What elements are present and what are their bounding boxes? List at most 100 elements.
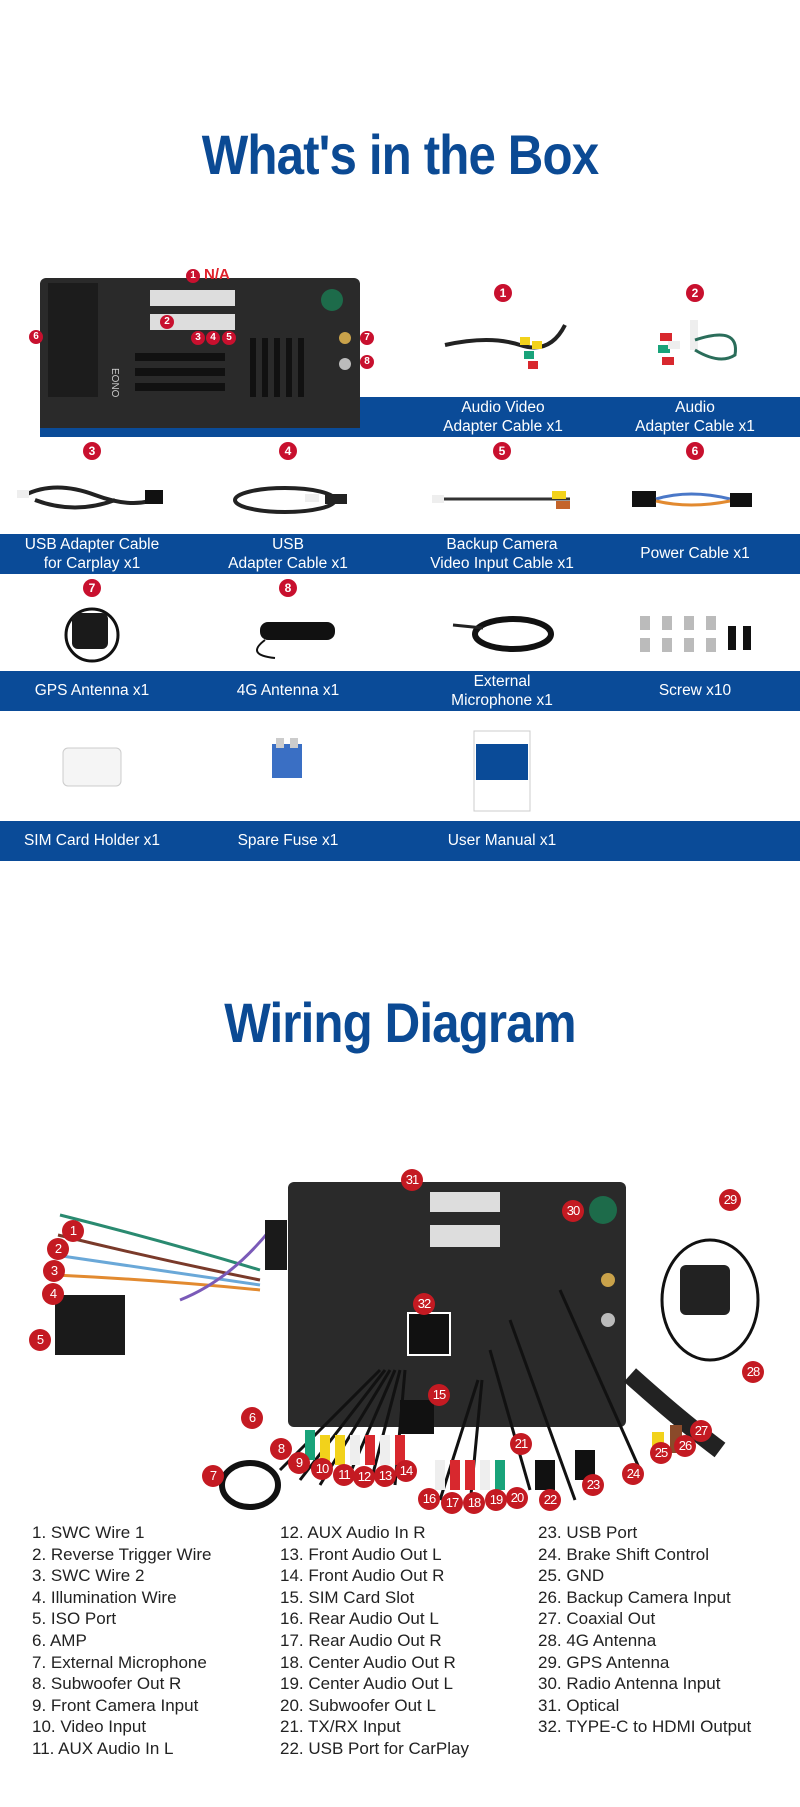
legend-item: 28. 4G Antenna (538, 1630, 657, 1650)
diagram-badge-6: 6 (241, 1407, 263, 1429)
diagram-badge-22: 22 (539, 1489, 561, 1511)
legend-item: 25. GND (538, 1566, 605, 1586)
diagram-badge-16: 16 (418, 1488, 440, 1510)
diagram-badge-15: 15 (428, 1384, 450, 1406)
backup-camera-cable-image (432, 491, 570, 509)
diagram-badge-2: 2 (47, 1238, 69, 1260)
item-label-line: SIM Card Holder x1 (23, 832, 161, 849)
wiring-diagram-image (54, 1182, 760, 1510)
item-badge-3: 3 (83, 442, 101, 460)
legend-item: 6. AMP (32, 1630, 87, 1650)
legend-item: 21. TX/RX Input (280, 1717, 401, 1737)
label-band-4 (0, 821, 800, 861)
item-label-line: USB Adapter Cable (24, 536, 160, 553)
badge-6: 6 (29, 330, 43, 344)
diagram-badge-28: 28 (742, 1361, 764, 1383)
diagram-badge-3: 3 (43, 1260, 65, 1282)
brand-logo: EONON (109, 368, 120, 405)
4g-antenna-image (256, 622, 335, 659)
label-band-2 (0, 534, 800, 574)
item-label: SIM Card Holder x1 (0, 821, 192, 861)
diagram-badge-12: 12 (353, 1466, 375, 1488)
diagram-badge-20: 20 (506, 1487, 528, 1509)
legend-item: 7. External Microphone (32, 1652, 207, 1672)
legend-item: 9. Front Camera Input (32, 1695, 199, 1715)
item-badge-6: 6 (686, 442, 704, 460)
diagram-badge-4: 4 (42, 1283, 64, 1305)
power-cable-image (632, 491, 752, 507)
legend-item: 27. Coaxial Out (538, 1609, 656, 1629)
legend-item: 13. Front Audio Out L (280, 1544, 442, 1564)
badge-5: 5 (222, 331, 236, 345)
diagram-badge-29: 29 (719, 1189, 741, 1211)
diagram-badge-1: 1 (62, 1220, 84, 1242)
diagram-badge-14: 14 (395, 1460, 417, 1482)
item-label: Spare Fuse x1 (188, 821, 388, 861)
diagram-badge-18: 18 (463, 1492, 485, 1514)
sim-card-holder-image (62, 747, 122, 787)
diagram-badge-30: 30 (562, 1200, 584, 1222)
diagram-badge-10: 10 (311, 1458, 333, 1480)
legend-item: 8. Subwoofer Out R (32, 1674, 182, 1694)
item-label-line: Power Cable x1 (640, 545, 750, 562)
diagram-badge-32: 32 (413, 1293, 435, 1315)
item-label-line: Video Input Cable x1 (430, 555, 574, 572)
item-label: Power Cable x1 (595, 534, 795, 574)
item-label-line: External (473, 673, 531, 690)
diagram-badge-13: 13 (374, 1465, 396, 1487)
diagram-badge-7: 7 (202, 1465, 224, 1487)
diagram-badge-25: 25 (650, 1442, 672, 1464)
usb-adapter-cable-image (233, 486, 347, 514)
item-label-line: Screw x10 (658, 682, 732, 699)
box-title: What's in the Box (201, 123, 599, 186)
na-label: N/A (204, 266, 230, 283)
legend-item: 11. AUX Audio In L (32, 1738, 174, 1758)
badge-8: 8 (360, 355, 374, 369)
item-label-line: Adapter Cable x1 (228, 555, 348, 572)
item-label-line: User Manual x1 (447, 832, 557, 849)
legend-item: 23. USB Port (538, 1523, 638, 1542)
screws-image (640, 616, 751, 652)
item-label-line: Backup Camera (446, 536, 558, 553)
item-label-line: Audio (675, 399, 715, 416)
diagram-badge-11: 11 (333, 1464, 355, 1486)
diagram-badge-24: 24 (622, 1463, 644, 1485)
item-badge-5: 5 (493, 442, 511, 460)
item-label-line: Spare Fuse x1 (237, 832, 339, 849)
legend-item: 30. Radio Antenna Input (538, 1674, 721, 1694)
diagram-badge-5: 5 (29, 1329, 51, 1351)
badge-2: 2 (160, 315, 174, 329)
badge-7: 7 (360, 331, 374, 345)
audio-adapter-cable-image (658, 320, 737, 365)
item-badge-1: 1 (494, 284, 512, 302)
legend-item: 1. SWC Wire 1 (32, 1523, 145, 1542)
item-label: USB Adapter Cable for Carplay x1 (0, 535, 192, 573)
av-adapter-cable-image (444, 324, 567, 369)
legend-item: 14. Front Audio Out R (280, 1566, 445, 1586)
diagram-badge-21: 21 (510, 1433, 532, 1455)
item-label-line: Audio Video (461, 399, 545, 416)
legend-item: 20. Subwoofer Out L (280, 1695, 436, 1715)
wiring-title: Wiring Diagram (224, 991, 576, 1054)
item-label: User Manual x1 (402, 821, 602, 861)
diagram-badge-9: 9 (288, 1452, 310, 1474)
usb-carplay-cable-image (17, 485, 163, 510)
item-badge-4: 4 (279, 442, 297, 460)
legend-item: 16. Rear Audio Out L (280, 1609, 439, 1629)
legend-item: 15. SIM Card Slot (280, 1587, 415, 1607)
legend-item: 18. Center Audio Out R (280, 1652, 456, 1672)
item-label: GPS Antenna x1 (0, 671, 192, 711)
item-label-line: Microphone x1 (451, 692, 553, 709)
label-band-3 (0, 671, 800, 711)
legend-item: 3. SWC Wire 2 (32, 1566, 145, 1586)
item-label-line: Adapter Cable x1 (443, 418, 563, 435)
user-manual-image (473, 730, 531, 812)
item-label-line: for Carplay x1 (43, 555, 141, 572)
diagram-badge-23: 23 (582, 1474, 604, 1496)
